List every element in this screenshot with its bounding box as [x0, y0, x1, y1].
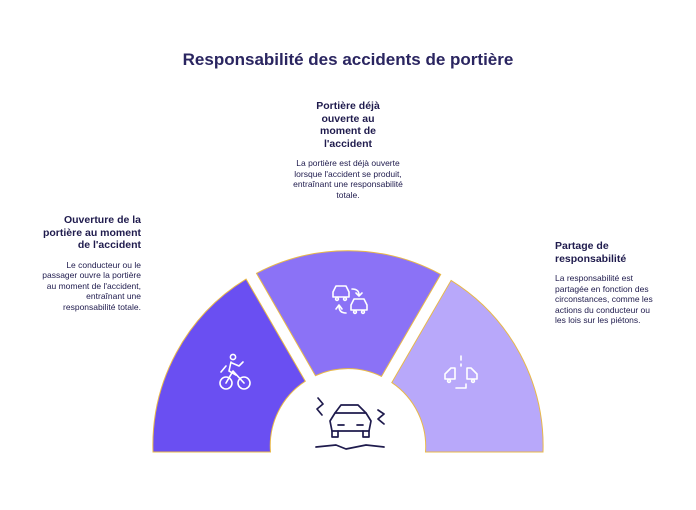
segment-right — [391, 279, 544, 453]
two-cars-facing-icon — [444, 355, 478, 389]
segment-right-text: Partage de responsabilité La responsabil… — [555, 240, 660, 326]
segment-right-heading: Partage de responsabilité — [555, 240, 627, 265]
segment-top-heading: Portière déjà ouverte au moment de l'acc… — [316, 100, 380, 150]
cyclist-icon — [219, 353, 251, 390]
segment-left — [152, 278, 306, 453]
segment-top-description: La portière est déjà ouverte lorsque l'a… — [293, 158, 403, 200]
segment-left-heading: Ouverture de la portière au moment de l'… — [42, 214, 141, 251]
car-crash-icon — [315, 397, 385, 450]
segment-top — [255, 250, 442, 378]
segment-right-description: La responsabilité est partagée en foncti… — [555, 273, 653, 325]
segment-left-description: Le conducteur ou le passager ouvre la po… — [42, 259, 141, 312]
segment-left-text: Ouverture de la portière au moment de l'… — [40, 214, 141, 312]
car-exchange-icon — [332, 285, 368, 315]
page-title: Responsabilité des accidents de portière — [182, 50, 514, 69]
segment-top-text: Portière déjà ouverte au moment de l'acc… — [290, 100, 406, 200]
